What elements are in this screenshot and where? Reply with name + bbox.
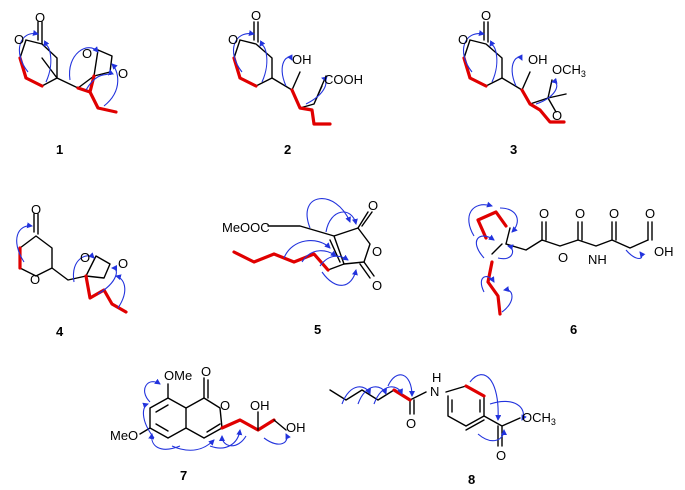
compound-7-oxygen-2: O [220, 398, 230, 413]
compound-4: O O O O 4 [16, 202, 128, 339]
compound-3-methoxy-label: OCH [552, 62, 581, 77]
compound-4-number: 4 [56, 324, 64, 339]
compound-6-oxygen-3: O [575, 206, 585, 221]
compound-5-cosy-bonds [232, 250, 330, 272]
compound-7-cosy-bonds [220, 418, 276, 432]
compound-7-number: 7 [180, 468, 187, 483]
compound-8: H N O O OCH3 8 [329, 370, 556, 487]
compound-7-hydroxyl-2: OH [286, 420, 306, 435]
compound-6-oxygen-2: O [558, 250, 568, 265]
compound-3-oxygen-2: O [458, 32, 468, 47]
compound-6-oxygen-4: O [609, 206, 619, 221]
compound-6-oxygen-1: O [539, 206, 549, 221]
compound-8-amide-nitrogen: N [430, 384, 439, 399]
compound-7-hydroxyl-1: OH [250, 398, 270, 413]
compound-3: O O OH OCH3 O 3 [458, 8, 586, 157]
compound-8-bonds [329, 385, 521, 447]
compound-3-hydroxyl: OH [528, 52, 548, 67]
compound-1-bonds [19, 21, 113, 89]
compound-7-hmbc-arrows [142, 378, 291, 451]
compound-6-oxygen-5: O [645, 206, 655, 221]
compound-8-oxygen-1: O [406, 416, 416, 431]
compound-8-oxygen-2: O [496, 448, 506, 463]
compound-3-number: 3 [510, 142, 517, 157]
compound-1: O O O O 1 [14, 10, 128, 157]
compound-1-oxygen-2: O [14, 32, 24, 47]
compound-2-number: 2 [284, 142, 291, 157]
compound-7-methoxy-top: OMe [164, 368, 192, 383]
compound-8-number: 8 [468, 472, 475, 487]
compound-1-oxygen-3: O [82, 46, 92, 61]
compound-3-methoxy: OCH3 [552, 62, 586, 79]
compound-5-ester-group: MeOOC [222, 220, 270, 235]
compound-2-carboxyl: COOH [324, 72, 363, 87]
compound-6: O O O O NH O OH 6 [468, 201, 674, 337]
compound-6-bonds [491, 221, 653, 255]
compound-5-oxygen-2: O [372, 244, 382, 259]
compound-3-methoxy-subscript: 3 [581, 69, 586, 79]
compound-2-oxygen-2: O [228, 32, 238, 47]
compound-8-methoxy-label: OCH [522, 410, 551, 425]
compound-5: MeOOC O O O 5 [222, 198, 382, 337]
compound-3-bonds [463, 21, 567, 113]
compound-1-oxygen-4: O [118, 66, 128, 81]
compound-4-hmbc-arrows [16, 222, 126, 309]
compound-7-side-chain [257, 411, 287, 431]
compound-8-hmbc-arrows [341, 374, 527, 442]
compound-6-number: 6 [570, 322, 577, 337]
compound-7-methoxy-left: MeO [110, 428, 138, 443]
compound-6-amine: NH [588, 252, 607, 267]
compound-4-oxygen-4: O [118, 256, 128, 271]
compound-7: OMe O O MeO OH OH 7 [110, 364, 306, 483]
compound-1-number: 1 [56, 142, 63, 157]
compound-2-oxygen-1: O [251, 8, 261, 23]
compound-5-hmbc-arrows [283, 198, 358, 286]
compound-2-cosy-bonds [232, 56, 332, 126]
compound-3-oxygen-3: O [552, 108, 562, 123]
compound-6-hydroxyl: OH [654, 244, 674, 259]
compound-5-oxygen-1: O [368, 198, 378, 213]
compound-4-oxygen-2: O [30, 272, 40, 287]
compound-8-methoxy-subscript: 3 [551, 417, 556, 427]
compound-4-oxygen-3: O [80, 250, 90, 265]
compound-1-oxygen-1: O [35, 10, 45, 25]
compound-4-oxygen-1: O [31, 202, 41, 217]
compound-2-hydroxyl: OH [292, 52, 312, 67]
compound-5-bonds [267, 211, 375, 279]
compound-2: O O OH COOH 2 [228, 8, 363, 157]
compound-3-hmbc-arrows [463, 30, 558, 105]
compound-4-bonds [19, 213, 111, 281]
compound-3-cosy-bonds [462, 56, 566, 124]
compound-7-bonds [139, 377, 223, 439]
compound-3-oxygen-1: O [481, 8, 491, 23]
compound-8-methoxy: OCH3 [522, 410, 556, 427]
compound-2-hmbc-arrows [233, 30, 328, 105]
compound-1-cosy-bonds [18, 56, 118, 114]
compound-8-amide-hydrogen: H [432, 370, 441, 385]
compound-2-bonds [233, 21, 327, 109]
compound-6-hmbc-arrows [468, 201, 646, 313]
compound-5-number: 5 [314, 322, 321, 337]
compound-8-cosy-bonds [392, 384, 486, 402]
compound-6-cosy-bonds [476, 210, 508, 316]
compound-5-oxygen-3: O [372, 278, 382, 293]
compound-1-hmbc-arrows [18, 29, 119, 107]
compound-7-oxygen-1: O [201, 364, 211, 379]
